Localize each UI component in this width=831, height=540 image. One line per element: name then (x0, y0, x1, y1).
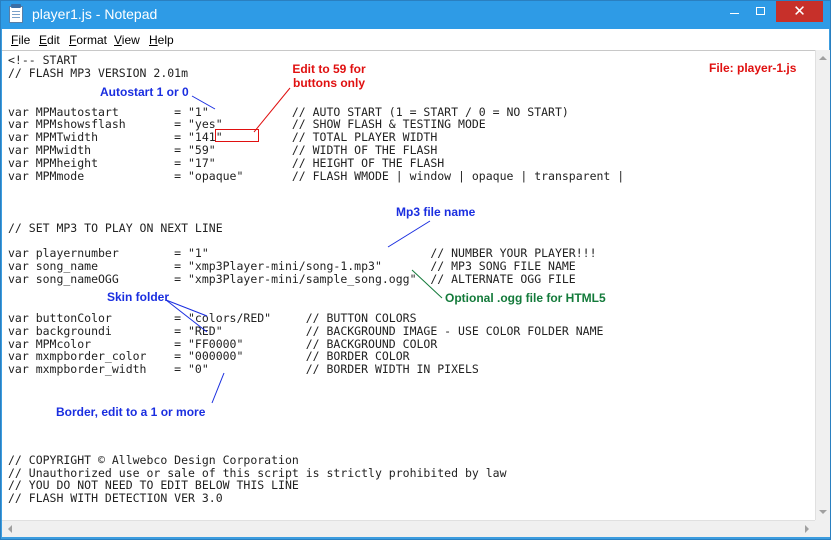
close-icon: ✕ (793, 2, 806, 20)
annotation-edit59: Edit to 59 for buttons only (288, 62, 370, 90)
annotation-ogg: Optional .ogg file for HTML5 (445, 291, 606, 305)
arrow-autostart (192, 96, 215, 109)
scroll-right-icon[interactable] (805, 525, 809, 533)
close-button[interactable]: ✕ (776, 1, 823, 22)
notepad-icon (9, 6, 23, 23)
scroll-left-icon[interactable] (8, 525, 12, 533)
annotation-edit59-line1: Edit to 59 for (288, 62, 370, 76)
arrow-ogg (412, 270, 442, 298)
annotation-skin: Skin folder (107, 290, 169, 304)
annotation-edit59-line2: buttons only (288, 76, 370, 90)
arrow-border (212, 373, 224, 403)
menu-bar: File Edit Format View Help (2, 29, 829, 50)
scroll-down-icon[interactable] (819, 510, 827, 514)
scroll-up-icon[interactable] (819, 56, 827, 60)
arrow-edit59 (254, 88, 290, 132)
minimize-icon (730, 13, 739, 14)
menu-format[interactable]: Format (69, 33, 107, 47)
minimize-button[interactable] (721, 1, 748, 22)
arrow-mp3 (388, 221, 430, 247)
horizontal-scrollbar[interactable] (2, 520, 815, 537)
maximize-icon (756, 7, 765, 15)
menu-help[interactable]: Help (149, 33, 174, 47)
text-editor[interactable]: <!-- START// FLASH MP3 VERSION 2.01mvar … (2, 50, 815, 521)
menu-edit[interactable]: Edit (39, 33, 60, 47)
menu-view[interactable]: View (114, 33, 140, 47)
arrow-skin2 (166, 300, 207, 332)
title-bar[interactable]: player1.js - Notepad ✕ (1, 1, 830, 29)
arrow-skin1 (166, 300, 207, 316)
annotation-border: Border, edit to a 1 or more (56, 405, 205, 419)
annotation-mp3: Mp3 file name (396, 205, 475, 219)
scrollbar-corner (815, 520, 830, 537)
annotation-arrows (2, 51, 815, 521)
vertical-scrollbar[interactable] (815, 50, 830, 520)
annotation-file-label: File: player-1.js (709, 61, 796, 75)
window-title: player1.js - Notepad (32, 6, 157, 22)
maximize-button[interactable] (748, 1, 775, 22)
annotation-autostart: Autostart 1 or 0 (100, 85, 189, 99)
menu-file[interactable]: File (11, 33, 30, 47)
